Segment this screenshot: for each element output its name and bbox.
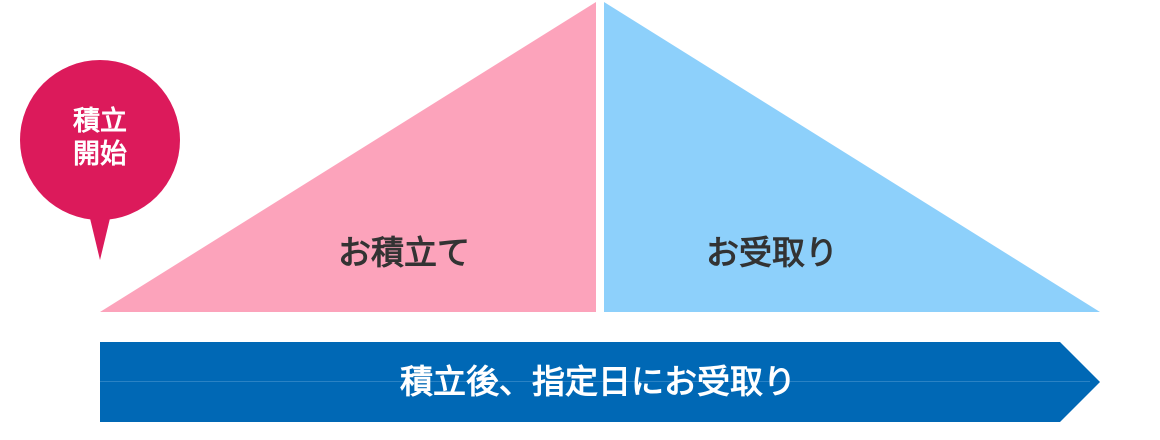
arrow-center-line <box>100 381 1090 382</box>
accumulation-label: お積立て <box>338 233 470 272</box>
start-bubble-line1: 積立 <box>73 106 127 137</box>
receipt-triangle <box>604 2 1100 312</box>
timeline-arrow <box>100 342 1100 422</box>
start-bubble <box>20 60 180 220</box>
start-bubble-line2: 開始 <box>73 139 127 170</box>
start-bubble-text: 積立 開始 <box>20 58 180 218</box>
receipt-label: お受取り <box>706 233 838 272</box>
timeline-arrow-label: 積立後、指定日にお受取り <box>400 362 796 401</box>
